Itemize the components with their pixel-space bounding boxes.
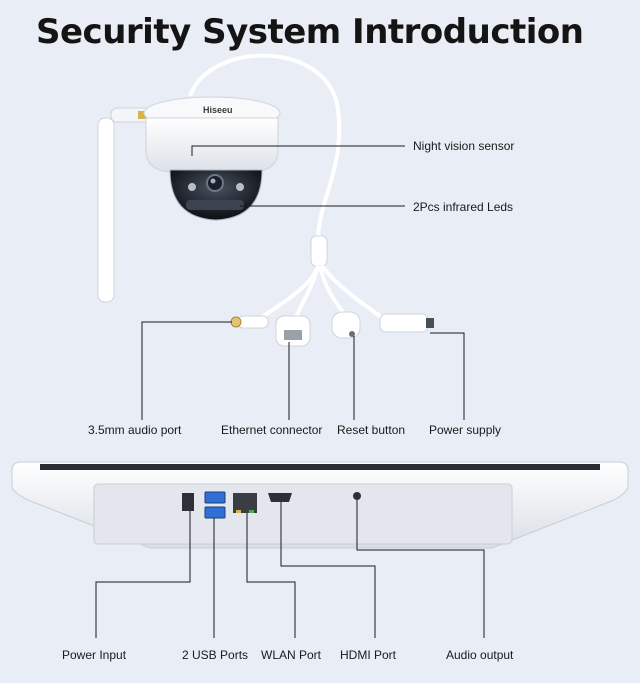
usb-port-1 [204, 491, 226, 504]
reset-pin [349, 331, 355, 337]
ethernet-socket [284, 330, 302, 340]
ir-led-left [188, 183, 196, 191]
camera-cable-top [188, 53, 342, 241]
label-usb-ports: 2 USB Ports [182, 648, 249, 662]
wlan-leader [246, 513, 296, 638]
label-power-supply: Power supply [429, 423, 502, 437]
power-input-leader [95, 511, 191, 638]
hdmi-port-shape [268, 493, 292, 502]
audio-jack-tip [230, 316, 242, 328]
label-reset-button: Reset button [337, 423, 406, 437]
dome-housing [145, 117, 279, 173]
label-wlan-port: WLAN Port [261, 648, 322, 662]
screen-edge [40, 464, 600, 470]
antenna [97, 107, 154, 303]
port-panel [93, 483, 513, 545]
wlan-port [233, 493, 257, 513]
page-title: Security System Introduction [36, 12, 584, 52]
power-leader [430, 332, 465, 420]
dc-input-port [182, 493, 194, 511]
label-ethernet-connector: Ethernet connector [221, 423, 323, 437]
dome-camera: Hiseeu [97, 53, 342, 303]
label-infrared-leds: 2Pcs infrared Leds [413, 200, 514, 214]
label-power-input: Power Input [62, 648, 127, 662]
reset-head [331, 311, 361, 339]
label-hdmi-port: HDMI Port [340, 648, 397, 662]
ir-led-right [236, 183, 244, 191]
hdmi-leader [280, 502, 376, 638]
camera-lens [206, 174, 224, 192]
power-head [379, 313, 429, 333]
nvr-device [11, 461, 629, 549]
cable-splitter [230, 235, 434, 347]
audio-leader [141, 321, 232, 420]
usb-port-2 [204, 506, 226, 519]
sensor-board [186, 200, 244, 210]
night-vision-leader [191, 145, 405, 156]
brand-logo: Hiseeu [203, 105, 233, 115]
label-audio-port: 3.5mm audio port [88, 423, 182, 437]
wlan-led-1 [236, 510, 241, 513]
lens-glint [210, 178, 216, 184]
power-socket [426, 318, 434, 328]
audio-out-jack [353, 492, 361, 500]
audio-out-leader [356, 500, 485, 638]
wlan-led-2 [249, 510, 254, 513]
label-night-vision-sensor: Night vision sensor [413, 139, 515, 153]
label-audio-output: Audio output [446, 648, 514, 662]
audio-jack [237, 315, 269, 329]
